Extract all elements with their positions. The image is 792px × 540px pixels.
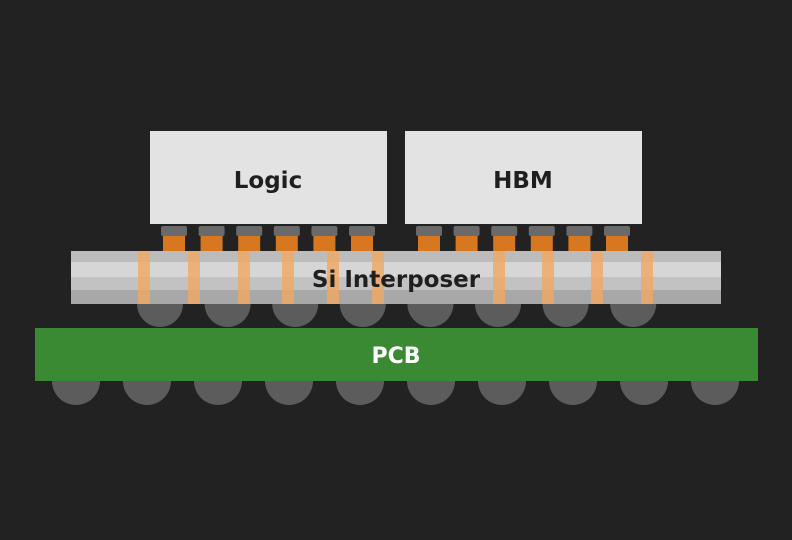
hbm-die (405, 131, 642, 224)
logic-label: Logic (234, 168, 302, 194)
tsv (591, 251, 603, 304)
micro-bump (493, 236, 516, 251)
tsv (493, 251, 505, 304)
micro-bump-cap (311, 226, 338, 236)
micro-bump-cap (528, 226, 555, 236)
micro-bump (313, 236, 336, 251)
micro-bump (418, 236, 440, 251)
tsv (282, 251, 294, 304)
si-interposer (71, 251, 721, 304)
micro-bump-cap (236, 226, 263, 236)
micro-bump (200, 236, 223, 251)
micro-bump-cap (416, 226, 442, 236)
micro-bump (275, 236, 298, 251)
micro-bump (530, 236, 553, 251)
micro-bump-cap (349, 226, 375, 236)
micro-bump-cap (566, 226, 593, 236)
tsv (238, 251, 250, 304)
interposer-top-edge (71, 251, 721, 262)
micro-bump-cap (491, 226, 518, 236)
micro-bump-cap (161, 226, 187, 236)
tsv (188, 251, 200, 304)
pcb-label: PCB (371, 344, 420, 369)
micro-bump (238, 236, 261, 251)
micro-bump-cap (198, 226, 225, 236)
micro-bump-cap (604, 226, 630, 236)
micro-bump (351, 236, 373, 251)
hbm-label: HBM (493, 168, 553, 194)
interposer-label: Si Interposer (312, 267, 481, 293)
tsv (641, 251, 653, 304)
micro-bump (455, 236, 478, 251)
micro-bump (568, 236, 591, 251)
micro-bump-cap (273, 226, 300, 236)
through-silicon-vias (138, 251, 653, 304)
logic-die (150, 131, 387, 224)
pcb-board (35, 328, 758, 381)
tsv (327, 251, 339, 304)
tsv (138, 251, 150, 304)
micro-bump (606, 236, 628, 251)
micro-bumps (161, 226, 630, 251)
micro-bump-cap (453, 226, 480, 236)
tsv (542, 251, 554, 304)
tsv (372, 251, 384, 304)
interposer-bottom-edge (71, 290, 721, 304)
interposer-middle-band (71, 277, 721, 290)
micro-bump (163, 236, 185, 251)
